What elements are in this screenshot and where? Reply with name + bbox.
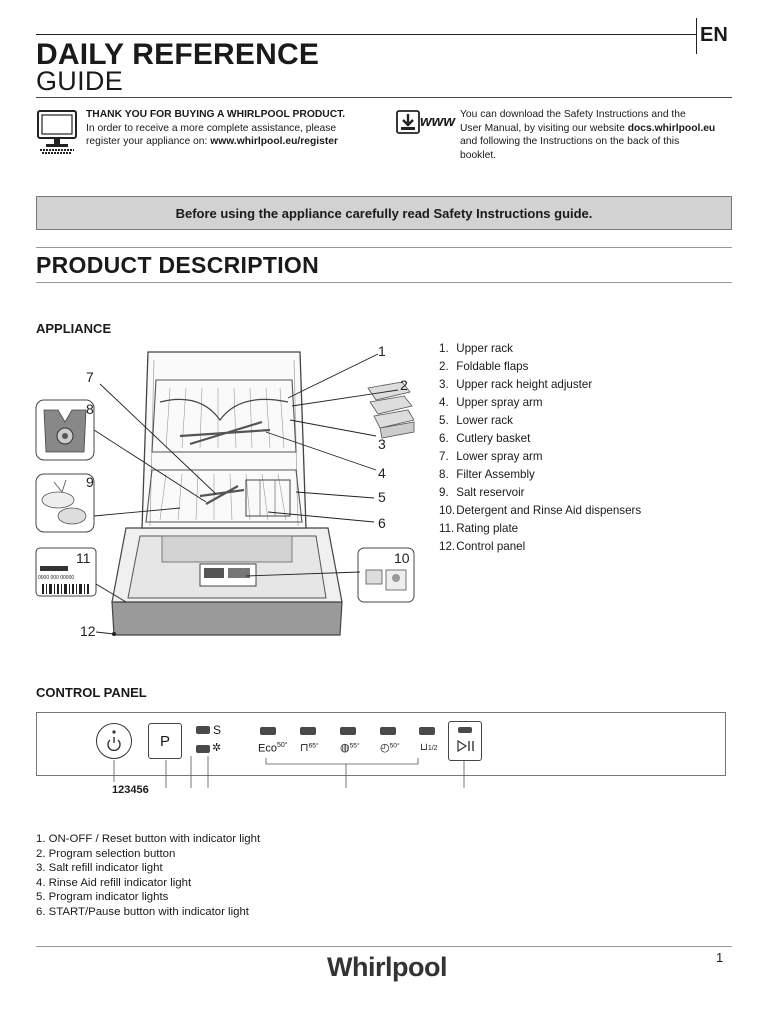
list-item: 8. Filter Assembly <box>439 468 535 481</box>
intro-registration: THANK YOU FOR BUYING A WHIRLPOOL PRODUCT… <box>86 108 376 149</box>
dishwasher-diagram: 1 2 3 4 5 6 7 8 9 10 11 12 0000 000 0000… <box>30 340 420 640</box>
list-item: 2. Foldable flaps <box>439 360 529 373</box>
download-icon: www <box>396 110 456 141</box>
list-item: 3. Salt refill indicator light <box>36 862 163 875</box>
program-light-3 <box>340 727 356 735</box>
callout-4: 4 <box>378 465 386 481</box>
header-top-rule <box>36 34 696 35</box>
intro-line2: register your appliance on: <box>86 136 211 148</box>
docs-link[interactable]: docs.whirlpool.eu <box>627 122 716 134</box>
rinse-aid-icon: ✲ <box>212 742 222 754</box>
www-label: www <box>420 113 456 130</box>
section-bottom-rule <box>36 282 732 283</box>
download-line4: booklet. <box>460 149 497 161</box>
language-code: EN <box>700 24 728 46</box>
pot-icon: ⊓ <box>300 742 309 754</box>
control-panel-strip <box>36 712 726 776</box>
callout-2: 2 <box>400 377 408 393</box>
list-item: 6. Cutlery basket <box>439 432 531 445</box>
list-item: 10. Detergent and Rinse Aid dispensers <box>439 504 642 517</box>
list-item: 1. Upper rack <box>439 342 513 355</box>
callout-6: 6 <box>378 515 386 531</box>
callout-5: 5 <box>378 489 386 505</box>
start-pause-button[interactable] <box>448 721 482 761</box>
download-line3: and following the Instructions on the ba… <box>460 136 680 148</box>
list-item: 5. Program indicator lights <box>36 891 169 904</box>
control-panel-numbers: 123456 <box>112 784 149 796</box>
power-icon <box>106 729 121 751</box>
start-indicator-light <box>458 727 472 733</box>
list-item: 9. Salt reservoir <box>439 486 525 499</box>
register-link[interactable]: www.whirlpool.eu/register <box>210 136 338 148</box>
callout-12: 12 <box>80 623 96 639</box>
callout-7: 7 <box>86 369 94 385</box>
callout-9: 9 <box>86 474 94 490</box>
list-item: 6. START/Pause button with indicator lig… <box>36 905 249 918</box>
lang-divider <box>696 18 697 54</box>
rating-plate-code: 0000 000 00000 <box>38 575 75 581</box>
control-panel-leaders <box>113 756 465 788</box>
safety-banner: Before using the appliance carefully rea… <box>36 196 732 230</box>
intro-line1: In order to receive a more complete assi… <box>86 122 337 134</box>
parts-list: 1. Upper rack 2. Foldable flaps 3. Upper… <box>439 340 641 556</box>
callout-8: 8 <box>86 401 94 417</box>
callout-3: 3 <box>378 436 386 452</box>
section-title: PRODUCT DESCRIPTION <box>36 252 319 278</box>
program-light-5 <box>419 727 435 735</box>
program-button[interactable]: P <box>148 723 182 759</box>
list-item: 4. Upper spray arm <box>439 396 543 409</box>
footer-rule <box>36 946 732 947</box>
rinse-aid-indicator-light <box>196 745 210 753</box>
list-item: 11. Rating plate <box>439 522 519 535</box>
section-top-rule <box>36 247 732 248</box>
intro-download: You can download the Safety Instructions… <box>460 108 740 162</box>
intro-heading: THANK YOU FOR BUYING A WHIRLPOOL PRODUCT… <box>86 109 346 120</box>
download-line2: User Manual, by visiting our website <box>460 122 628 134</box>
callout-1: 1 <box>378 343 386 359</box>
program-quick: ◴50° <box>380 742 400 754</box>
whirlpool-logo: Whirlpool <box>327 952 447 982</box>
list-item: 7. Lower spray arm <box>439 450 543 463</box>
list-item: 3. Upper rack height adjuster <box>439 378 593 391</box>
callout-10: 10 <box>394 550 410 566</box>
control-panel-heading: CONTROL PANEL <box>36 685 147 700</box>
program-light-4 <box>380 727 396 735</box>
program-light-2 <box>300 727 316 735</box>
dish-icon: ◍ <box>340 742 350 754</box>
program-intensive: ⊓65° <box>300 742 319 754</box>
program-half-load: ⊔1/2 <box>420 742 438 753</box>
half-load-icon: ⊔ <box>420 742 428 753</box>
callout-11: 11 <box>76 550 91 566</box>
title-bottom-rule <box>36 97 732 98</box>
list-item: 12. Control panel <box>439 540 526 553</box>
salt-icon: S <box>213 723 222 737</box>
play-pause-icon <box>457 740 474 752</box>
page-title-line1: DAILY REFERENCE <box>36 38 320 71</box>
program-daily: ◍55° <box>340 742 360 754</box>
computer-icon <box>36 109 78 160</box>
clock-icon: ◴ <box>380 742 390 754</box>
power-button[interactable] <box>96 723 132 759</box>
program-light-1 <box>260 727 276 735</box>
page-number: 1 <box>716 950 724 965</box>
list-item: 1. ON-OFF / Reset button with indicator … <box>36 833 261 845</box>
list-item: 5. Lower rack <box>439 414 513 427</box>
list-item: 2. Program selection button <box>36 847 176 860</box>
appliance-heading: APPLIANCE <box>36 321 112 336</box>
program-eco: Eco50° <box>258 742 288 755</box>
control-panel-list: 1. ON-OFF / Reset button with indicator … <box>36 832 260 920</box>
list-item: 4. Rinse Aid refill indicator light <box>36 876 192 889</box>
download-line1: You can download the Safety Instructions… <box>460 109 686 120</box>
page-title-line2: GUIDE <box>36 66 124 96</box>
salt-indicator-light <box>196 726 210 734</box>
